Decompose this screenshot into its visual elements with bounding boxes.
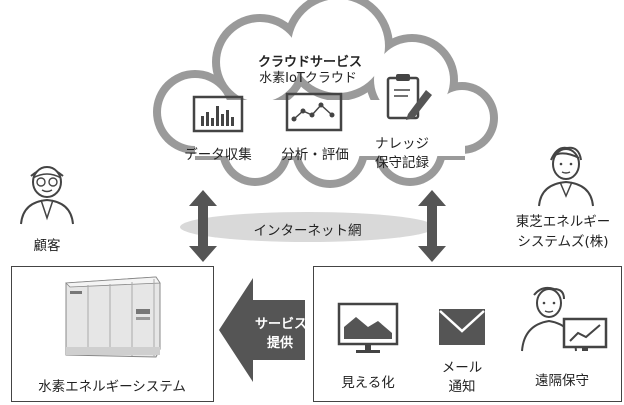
clipboard-pen-icon [386,74,432,120]
bar-chart-icon [192,95,244,133]
provider-person-icon [538,146,594,207]
line-chart-icon [285,92,343,132]
services-box [313,266,622,402]
provider-label-line2: システムズ(株) [517,234,609,250]
cloud-title: クラウドサービス [258,55,363,70]
function-label-data-collection: データ収集 [184,147,252,163]
left-double-arrow [189,190,217,262]
service-label-visualization: 見える化 [341,375,395,391]
hydrogen-system-label: 水素エネルギーシステム [38,379,186,395]
function-label-knowledge: ナレッジ [375,136,429,152]
service-arrow-line1: サービス [255,317,308,332]
person-monitor-icon [521,286,608,352]
customer-label: 顧客 [33,238,61,254]
right-double-arrow [418,190,446,262]
hydrogen-unit-image [65,276,161,358]
provider-label-line1: 東芝エネルギー [515,214,611,230]
cloud-subtitle: 水素IoTクラウド [259,71,357,86]
monitor-chart-icon [337,302,399,353]
hydrogen-system-box [11,266,214,402]
internet-label: インターネット網 [253,223,362,239]
envelope-icon [439,309,485,345]
service-label-notification: 通知 [448,379,476,395]
service-arrow-line2: 提供 [266,336,293,351]
service-label-remote-maintenance: 遠隔保守 [535,373,589,389]
internet-band [180,212,435,242]
customer-person-icon [20,166,74,225]
function-label-analysis: 分析・評価 [281,147,349,163]
service-label-mail: メール [441,360,483,376]
service-provision-arrow [219,278,305,382]
function-label-maintenance-record: 保守記録 [375,155,429,171]
